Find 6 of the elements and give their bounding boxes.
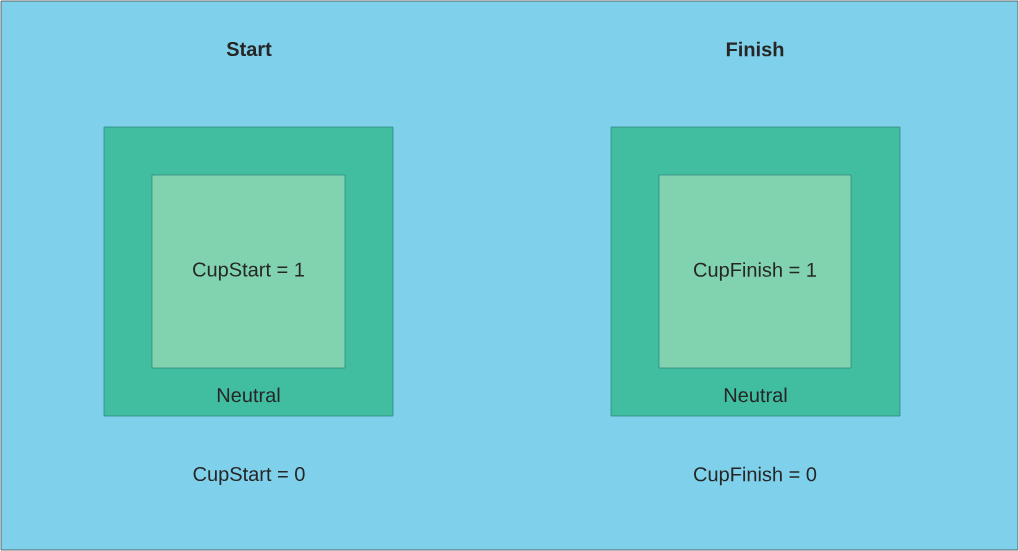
heading: Finish bbox=[726, 41, 784, 57]
heading: Start bbox=[226, 41, 272, 57]
inner-box: CupStart = 1 bbox=[151, 174, 346, 369]
inner-box: CupFinish = 1 bbox=[658, 174, 852, 369]
region-label: CupStart = 0 bbox=[193, 466, 305, 486]
region-label: CupFinish = 0 bbox=[694, 466, 817, 486]
